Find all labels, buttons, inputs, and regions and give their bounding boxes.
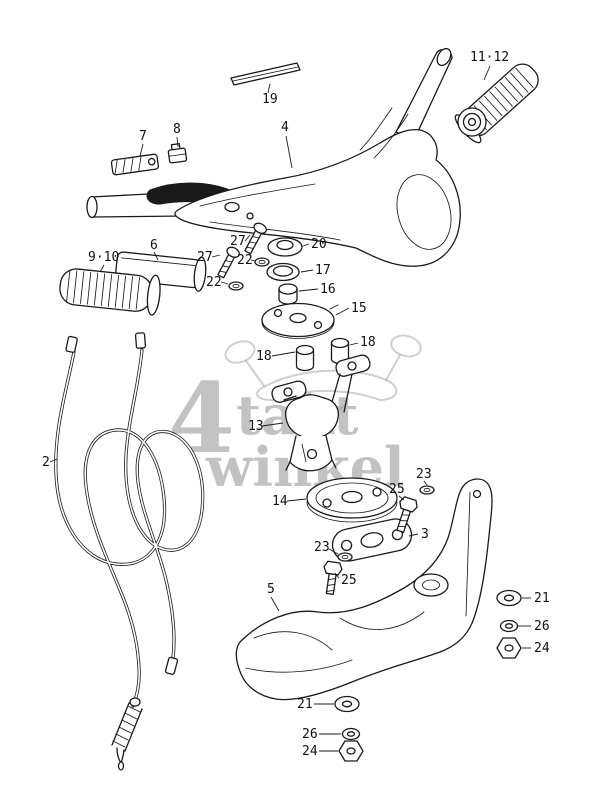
part-label-9-10: 9·10 (88, 250, 119, 265)
part-label-22: 22 (237, 253, 253, 268)
part-label-26: 26 (534, 619, 550, 634)
part-label-3: 3 (421, 527, 429, 542)
part-label-20: 20 (311, 237, 327, 252)
handlebar-lower-holder (331, 518, 413, 562)
left-grip (59, 268, 161, 316)
part-label-16: 16 (320, 282, 336, 297)
handlebar-lower-cover (235, 478, 493, 701)
lever-bracket-part-7 (110, 153, 160, 176)
part-label-4: 4 (281, 120, 289, 135)
part-label-21: 21 (297, 697, 313, 712)
part-label-18: 18 (256, 349, 272, 364)
watermark-text: 4 (168, 362, 235, 475)
right-grip (454, 63, 539, 144)
throttle-brake-cables (54, 332, 205, 771)
part-label-8: 8 (173, 122, 181, 137)
holder-bolts (323, 485, 435, 596)
part-label-27: 27 (230, 234, 246, 249)
callout-labels: 19 4 11·12 7 8 9·10 6 27 22 27 22 20 17 … (42, 50, 550, 759)
part-label-19: 19 (262, 92, 278, 107)
part-label-25: 25 (389, 482, 405, 497)
part-label-7: 7 (139, 129, 147, 144)
part-label-23: 23 (416, 467, 432, 482)
lever-screw-part-8 (167, 143, 188, 164)
handlebar-holder-bracket (271, 354, 371, 472)
part-label-26: 26 (302, 727, 318, 742)
part-label-23: 23 (314, 540, 330, 555)
part-label-25: 25 (341, 573, 357, 588)
part-label-13: 13 (248, 419, 264, 434)
part-label-24: 24 (302, 744, 318, 759)
part-label-22: 22 (206, 275, 222, 290)
part-label-18: 18 (360, 335, 376, 350)
part-label-2: 2 (42, 455, 50, 470)
hardware-right (496, 589, 522, 659)
cover-screws (217, 222, 270, 291)
steering-washer-stack (261, 237, 339, 339)
cable-coil-spring (111, 697, 143, 771)
trim-strip (230, 62, 301, 86)
hardware-bottom (334, 695, 364, 762)
callout-leaders (49, 65, 531, 752)
rubber-mounts (295, 337, 350, 372)
part-label-24: 24 (534, 641, 550, 656)
part-label-17: 17 (315, 263, 331, 278)
part-label-27: 27 (197, 250, 213, 265)
part-label-11-12: 11·12 (470, 50, 509, 65)
part-label-21: 21 (534, 591, 550, 606)
handlebar-upper-cover (174, 47, 461, 267)
part-label-15: 15 (351, 301, 367, 316)
setting-plate (306, 477, 398, 523)
part-label-6: 6 (150, 238, 158, 253)
part-label-5: 5 (267, 582, 275, 597)
part-label-14: 14 (272, 494, 288, 509)
